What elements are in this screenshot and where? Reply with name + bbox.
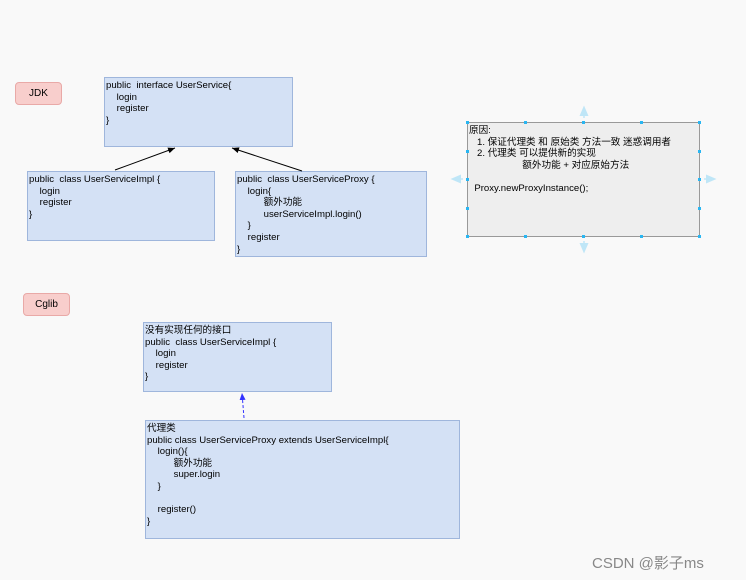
code-line: register xyxy=(106,103,149,115)
code-line: } xyxy=(106,114,110,126)
code-line: login{ xyxy=(237,185,272,197)
jdk-proxy-box[interactable]: public class UserServiceProxy { login{ 额… xyxy=(235,171,427,257)
code-line: register() xyxy=(147,504,197,516)
code-line: login xyxy=(29,185,60,197)
impl-implements-arrow xyxy=(114,147,176,171)
code-line: } xyxy=(145,371,149,383)
code-line: 2. 代理类 可以提供新的实现 xyxy=(469,148,596,160)
proxy-implements-arrow xyxy=(231,147,303,172)
code-line: public interface UserService{ xyxy=(106,80,232,91)
reason-note-box[interactable]: 原因: 1. 保证代理类 和 原始类 方法一致 迷惑调用者 2. 代理类 可以提… xyxy=(467,122,700,237)
code-line: public class UserServiceProxy { xyxy=(237,174,375,185)
code-line: 1. 保证代理类 和 原始类 方法一致 迷惑调用者 xyxy=(469,136,672,148)
code-line: register xyxy=(29,197,72,209)
code-line: 原因: xyxy=(469,125,491,136)
code-line: } xyxy=(147,480,161,492)
code-line: public class UserServiceProxy extends Us… xyxy=(147,434,389,446)
code-line: public class UserServiceImpl { xyxy=(145,336,277,348)
code-line: 额外功能 xyxy=(147,457,213,469)
code-line: 额外功能 + 对应原始方法 xyxy=(469,159,630,171)
jdk-label: JDK xyxy=(15,82,62,105)
code-line: } xyxy=(29,208,33,220)
code-line: register xyxy=(237,231,280,243)
code-line: super.login xyxy=(147,469,221,481)
code-line: register xyxy=(145,359,188,371)
cglib-extends-arrow xyxy=(239,392,246,419)
code-line: Proxy.newProxyInstance(); xyxy=(469,182,589,194)
watermark: CSDN @影子ms xyxy=(592,555,704,572)
code-line: } xyxy=(237,220,251,232)
code-line xyxy=(147,493,458,505)
code-line: 代理类 xyxy=(147,423,176,434)
code-line: userServiceImpl.login() xyxy=(237,208,362,220)
code-line xyxy=(469,171,698,183)
code-line: } xyxy=(147,515,151,527)
code-line: login xyxy=(106,91,137,103)
jdk-impl-box[interactable]: public class UserServiceImpl { login reg… xyxy=(27,171,215,241)
jdk-interface-box[interactable]: public interface UserService{ login regi… xyxy=(104,77,293,147)
code-line: login xyxy=(145,348,176,360)
code-line: login(){ xyxy=(147,446,188,458)
code-line: 额外功能 xyxy=(237,197,303,209)
cglib-label: Cglib xyxy=(23,293,70,316)
code-line: public class UserServiceImpl { xyxy=(29,174,161,185)
code-line: 没有实现任何的接口 xyxy=(145,325,232,336)
code-line: } xyxy=(237,243,241,255)
